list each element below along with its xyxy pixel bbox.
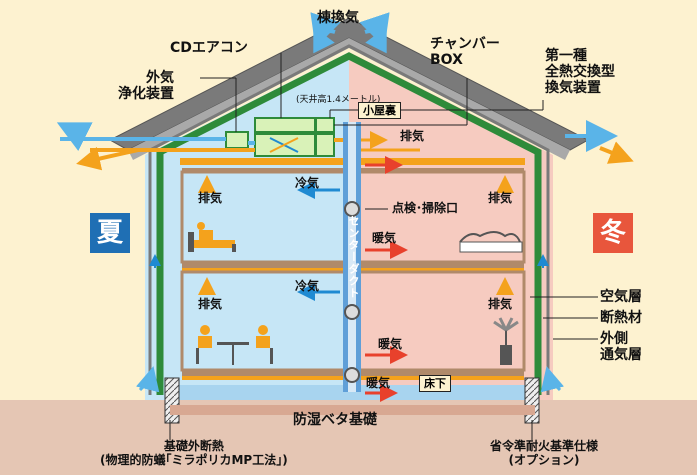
cool-air-label-1f: 冷気: [295, 279, 320, 293]
bed-summer: [188, 222, 236, 252]
inspection-port-2: [344, 304, 360, 320]
exhaust-label-2f-right: 排気: [488, 191, 513, 205]
aircon-box: [254, 117, 316, 133]
center-duct-label: センターダクト: [347, 215, 360, 299]
exhaust-label-2f-left: 排気: [198, 191, 223, 205]
outer-vent-label: 外側 通気層: [600, 331, 642, 364]
outer-wall: [148, 44, 550, 395]
inspection-port-3: [344, 367, 360, 383]
slab: [170, 405, 535, 415]
inspection-port-1: [344, 201, 360, 217]
ridge-vent-label: 棟換気: [317, 10, 359, 26]
exhaust-label-1f-left: 排気: [198, 297, 223, 311]
dining-summer: [196, 325, 273, 365]
underfloor-tag: 床下: [419, 375, 451, 393]
chamber-box-label: チャンバー BOX: [430, 36, 500, 69]
foundation-label: 防湿ベタ基礎: [293, 412, 377, 428]
cd-aircon-label: CDエアコン: [170, 40, 248, 56]
winter-badge: 冬: [593, 213, 633, 253]
purifier-box: [225, 131, 249, 149]
heat-exchanger-label: 第一種 全熱交換型 換気装置: [545, 48, 615, 97]
attic-tag: 小屋裏: [358, 102, 401, 120]
ceiling-height-label: (天井高1.4メートル): [296, 95, 381, 105]
foundation-right: [524, 377, 540, 424]
winter-side: [349, 52, 553, 400]
warm-air-label-underfloor: 暖気: [366, 376, 391, 390]
purifier-label: 外気 浄化装置: [118, 70, 174, 103]
foundation-insulation-label: 基礎外断熱 (物理的防蟻｢ミラポリカMP工法｣): [100, 439, 288, 467]
warm-air-label-2f: 暖気: [372, 231, 397, 245]
cool-air-label-2f: 冷気: [295, 176, 320, 190]
warm-air-label-1f: 暖気: [378, 337, 403, 351]
chamber-box: [315, 117, 335, 133]
bed-winter: [459, 231, 523, 253]
inspection-port-label: 点検･掃除口: [392, 201, 459, 215]
insulation-wall: [156, 52, 542, 395]
air-layer-label: 空気層: [600, 289, 642, 305]
exhaust-label-1f-right: 排気: [488, 297, 513, 311]
foundation-left: [164, 377, 180, 424]
exhaust-label-attic: 排気: [400, 129, 425, 143]
fire-spec-label: 省令準耐火基準仕様 (オプション): [490, 439, 599, 467]
insulation-label: 断熱材: [600, 310, 642, 326]
summer-badge: 夏: [90, 213, 130, 253]
plant-winter: [493, 317, 519, 365]
